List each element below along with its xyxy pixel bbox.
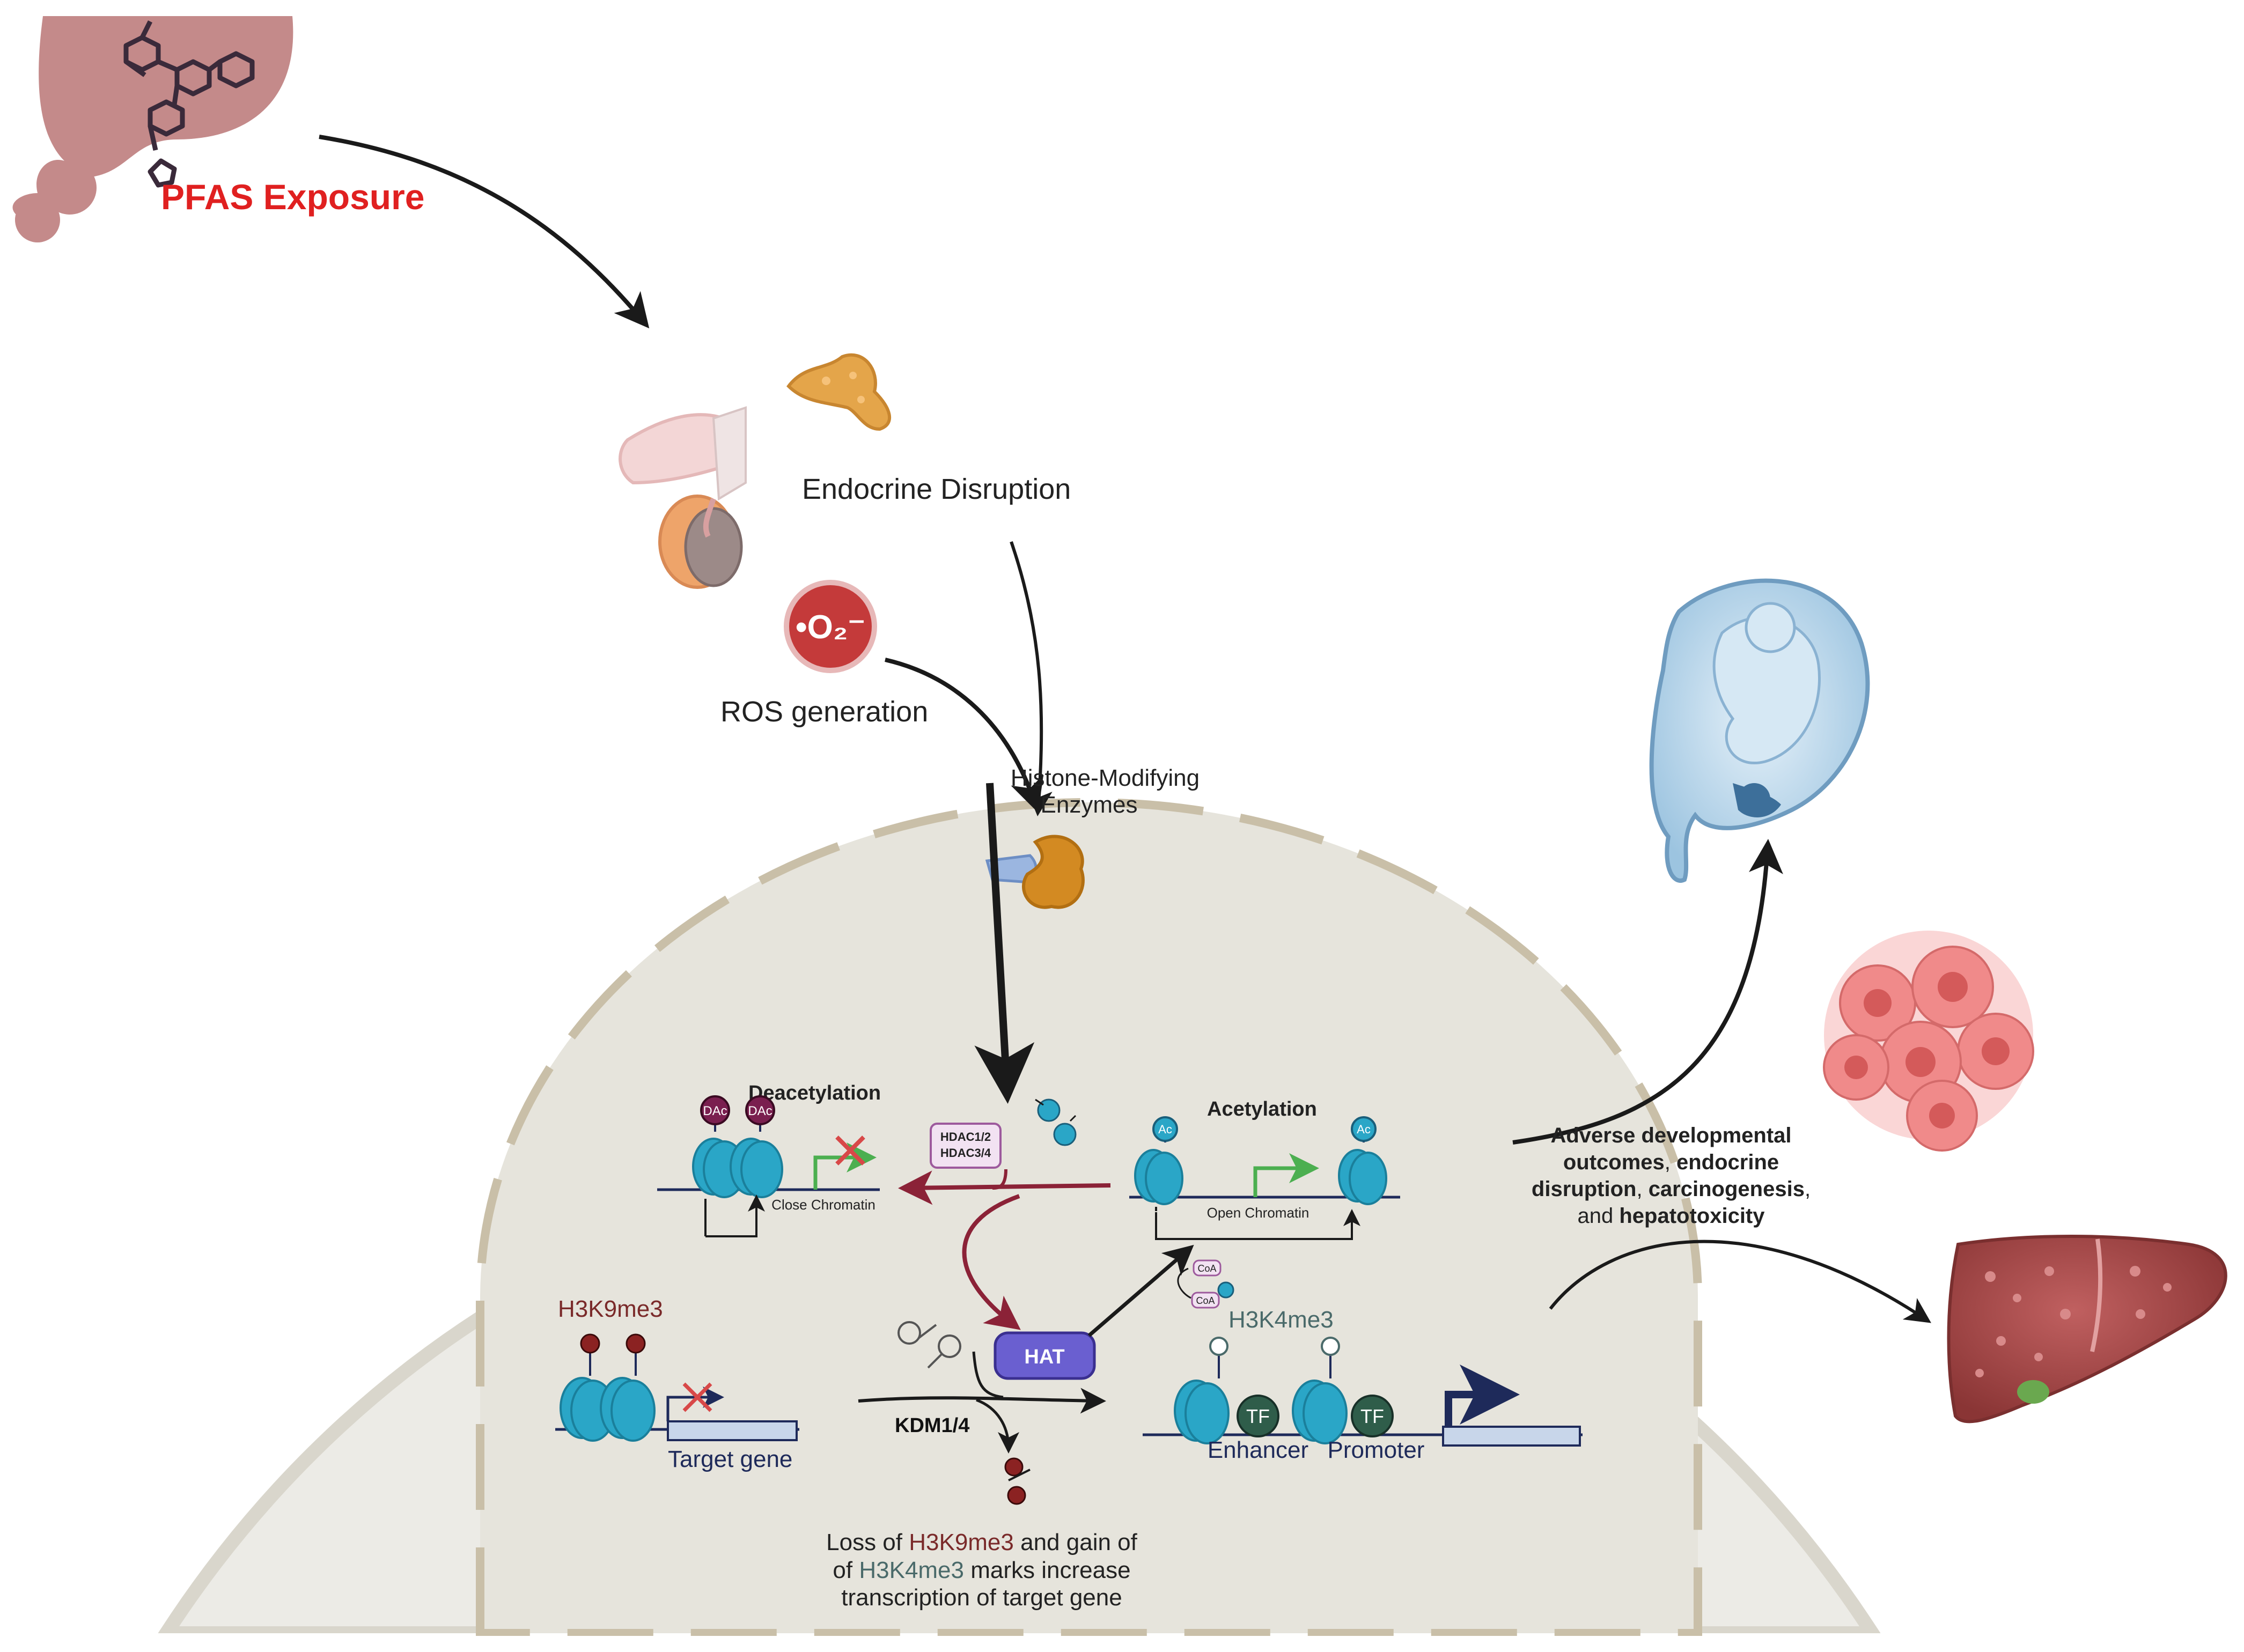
free-acetyl-groups	[1035, 1098, 1077, 1146]
open-chromatin-label: Open Chromatin	[1207, 1205, 1309, 1221]
superoxide-icon: •O₂⁻	[784, 580, 877, 673]
promoter-label: Promoter	[1328, 1437, 1425, 1463]
ac-label-1: Ac	[1158, 1123, 1172, 1136]
acetylation-label: Acetylation	[1207, 1098, 1317, 1120]
arrow-kdm-branch	[976, 1398, 1019, 1454]
h3k9me3-label: H3K9me3	[558, 1296, 663, 1322]
hdac-line1: HDAC1/2	[940, 1130, 991, 1144]
arrow-acetylation-to-deacetylation	[898, 1170, 1111, 1205]
nucleosome-icon	[1338, 1149, 1387, 1205]
ac-label-2: Ac	[1357, 1123, 1371, 1136]
open-chromatin-group: Ac Ac Open Chromatin	[1129, 1116, 1400, 1240]
arrow-kdm-main	[858, 1388, 1106, 1414]
fetus-uterus-icon	[1649, 578, 1870, 883]
caption-line2: of H3K4me3 marks increase	[833, 1557, 1130, 1583]
endocrine-label: Endocrine Disruption	[802, 473, 1071, 505]
pfas-label: PFAS Exposure	[161, 177, 425, 217]
arrow-hdac-curve	[992, 1169, 1007, 1190]
outcome-line1: Adverse developmental	[1550, 1124, 1791, 1147]
close-chromatin-label: Close Chromatin	[771, 1197, 875, 1213]
nucleosome-icon	[1292, 1380, 1348, 1444]
hdac-badge: HDAC1/2 HDAC3/4	[930, 1123, 1002, 1169]
arrow-enzymes-down	[974, 783, 1035, 1104]
enzymes-label-line2: Enzymes	[1041, 792, 1138, 818]
liver-icon	[1947, 1235, 2227, 1424]
nucleosome-icon	[730, 1138, 783, 1198]
tf-icon: TF	[1351, 1395, 1394, 1437]
caption-line1: Loss of H3K9me3 and gain of	[826, 1529, 1138, 1555]
released-methyl-groups	[1004, 1457, 1031, 1505]
nucleus	[476, 798, 1702, 1638]
hdac-line2: HDAC3/4	[940, 1146, 991, 1160]
thyroid-icon	[619, 406, 747, 589]
arrow-to-liver	[1549, 1240, 1931, 1323]
caption-line3: transcription of target gene	[841, 1584, 1122, 1611]
kdm-label: KDM1/4	[895, 1414, 969, 1437]
tumor-cells-icon	[1823, 931, 2034, 1152]
arrow-hat-join	[972, 1351, 1004, 1399]
nucleosome-icon	[1134, 1149, 1183, 1205]
coa-molecules: CoA CoA	[1177, 1259, 1234, 1309]
hat-label: HAT	[1024, 1346, 1064, 1368]
superoxide-symbol: •O₂⁻	[796, 609, 865, 646]
arrow-to-hat	[962, 1194, 1021, 1330]
dac-label-1: DAc	[703, 1104, 727, 1118]
arrow-endocrine-to-enzymes	[1010, 541, 1053, 816]
tf-label-2: TF	[1360, 1405, 1384, 1427]
ros-label: ROS generation	[720, 696, 928, 728]
cell	[0, 798, 2244, 1649]
nucleosome-icon	[1174, 1380, 1230, 1444]
pfas-molecule-cloud-icon	[12, 16, 293, 242]
coa-label-2: CoA	[1196, 1295, 1215, 1306]
outcome-line2: outcomes, endocrine	[1563, 1150, 1779, 1174]
active-gene-group: TF TF Enhancer Promoter	[1143, 1337, 1583, 1463]
closed-chromatin-group: DAc DAc Close Chromatin	[657, 1095, 880, 1237]
dac-label-2: DAc	[748, 1104, 772, 1118]
target-gene-label: Target gene	[668, 1446, 792, 1472]
repressed-gene-group: Target gene	[555, 1333, 799, 1472]
pancreas-icon	[786, 353, 891, 431]
enhancer-label: Enhancer	[1208, 1437, 1308, 1463]
h3k4me3-label: H3K4me3	[1228, 1307, 1334, 1333]
enzymes-label-line1: Histone-Modifying	[1011, 765, 1200, 791]
arrow-pfas-to-endocrine	[319, 135, 650, 329]
hat-enzyme: HAT	[994, 1331, 1096, 1380]
arrow-hat-to-acetylation	[1087, 1244, 1194, 1337]
caption: Loss of H3K9me3 and gain of of H3K4me3 m…	[826, 1529, 1138, 1611]
arrow-ros-to-enzymes	[885, 658, 1044, 813]
outcome-line4: and hepatotoxicity	[1577, 1204, 1765, 1228]
coa-label-1: CoA	[1197, 1263, 1216, 1274]
arrow-to-fetus	[1512, 839, 1783, 1145]
outcome-text: Adverse developmental outcomes, endocrin…	[1532, 1124, 1811, 1228]
tf-label-1: TF	[1246, 1405, 1270, 1427]
free-methyl-groups	[897, 1321, 961, 1369]
tf-icon: TF	[1237, 1395, 1279, 1437]
nucleosome-icon	[600, 1377, 656, 1442]
enzyme-icon	[985, 835, 1085, 909]
outcome-line3: disruption, carcinogenesis,	[1532, 1177, 1811, 1201]
